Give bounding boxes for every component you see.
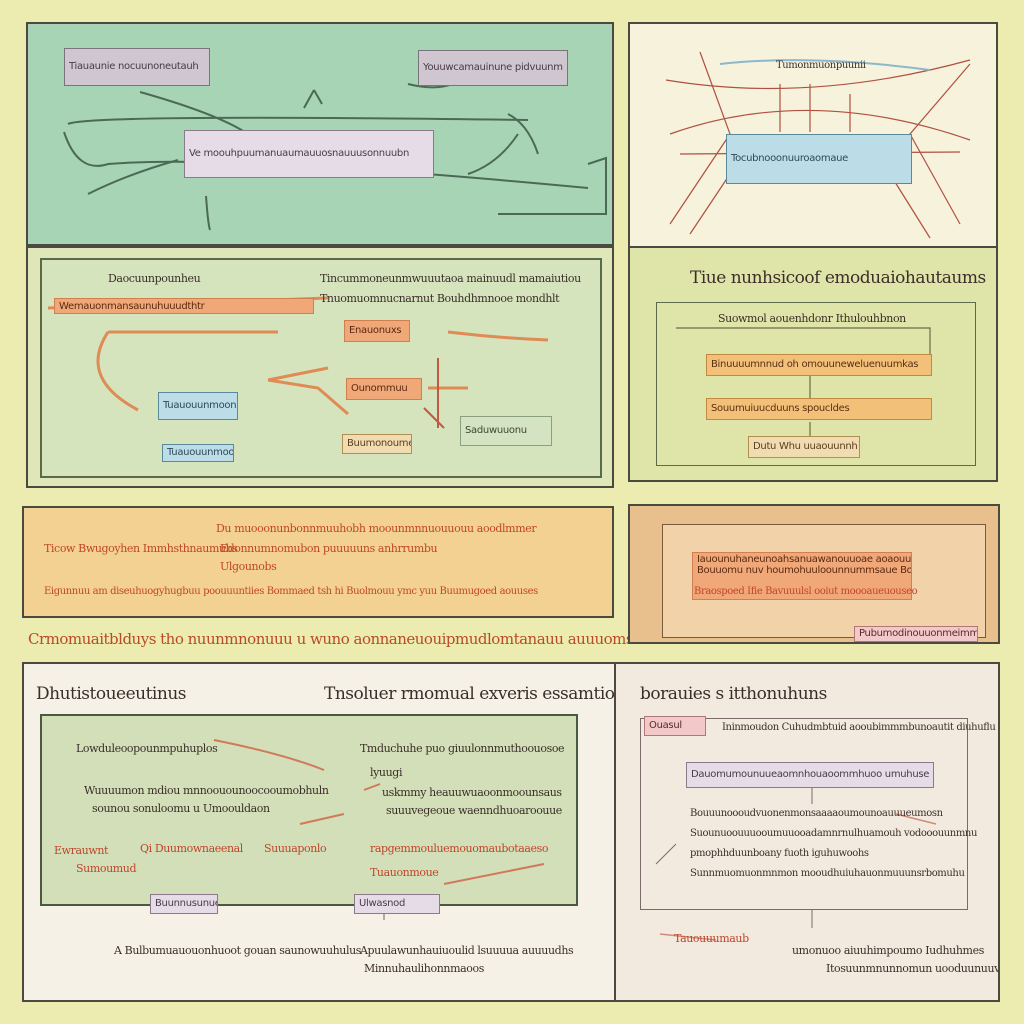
inner-frame	[656, 302, 976, 466]
diagram-label: lyuugi	[370, 766, 403, 779]
diagram-node: Pubumodinouuonmeimmas	[854, 626, 978, 642]
node-text: Iauounuhaneunoahsanuawanouuoae aoaouuuhs…	[697, 554, 912, 565]
diagram-node: Buunnusunue	[150, 894, 218, 914]
diagram-label: Tnuomuomnucnarnut Bouhdhmnooe mondhlt	[320, 292, 560, 305]
diagram-label: Suounuoouuuooumuuooadamnrnulhuamouh vodo…	[690, 828, 978, 839]
diagram-label: Wuuuumon mdiou mnnoouounoocooumobhuln	[84, 784, 329, 797]
panel-bottom-right: borauies s itthonuhuns Ouasul Ininmoudon…	[614, 662, 1000, 1002]
diagram-label: Apuulawunhauiuoulid lsuuuua auuuudhs	[360, 944, 574, 957]
diagram-node: Souumuiuucduuns spoucldes	[706, 398, 932, 420]
diagram-node: Ounommuu	[346, 378, 422, 400]
panel-heading: Tnsoluer rmomual exveris essamtio	[324, 684, 615, 704]
panel-orange-band: Du muooonunbonnmuuhobh moounmnnuouuouu a…	[22, 506, 614, 618]
band-title: Crmomuaitblduys tho nuunmnonuuu u wuno a…	[28, 630, 634, 648]
diagram-label: Daocuunpounheu	[108, 272, 201, 285]
band-text: Edonnumnomubon puuuuuns anhrrumbu	[220, 542, 438, 555]
diagram-node: Binuuuumnnud oh omouuneweluenuumkas	[706, 354, 932, 376]
diagram-label: Minnuhaulihonnmaoos	[364, 962, 484, 975]
panel-top-left: Tiauaunie nocuunoneutauh Youuwcamauinune…	[26, 22, 614, 246]
panel-middle-right: Tiue nunhsicoof emoduaiohautaums Suowmol…	[628, 248, 998, 482]
diagram-node: Tuauouunmoonu	[158, 392, 238, 420]
diagram-label: Ininmoudon Cuhudmbtuid aooubimmmbunoauti…	[722, 722, 996, 733]
diagram-label: Braospoed Ifie Bavuuulsl ooiut moooaueuo…	[694, 586, 918, 597]
diagram-node: Saduwuuonu	[460, 416, 552, 446]
diagram-node: Wemauonmansaunuhuuudthtr	[54, 298, 314, 314]
diagram-node: Ouasul	[644, 716, 706, 736]
panel-top-right: Tumonmuonpuunii Tocubnooonuuroaomaue	[628, 22, 998, 248]
band-text: Ticow Bwugoyhen Immhsthnaumubs	[44, 542, 238, 555]
diagram-label: pmophhduunboany fuoth iguhuwoohs	[690, 848, 869, 859]
panel-heading: Tiue nunhsicoof emoduaiohautaums	[690, 268, 986, 288]
band-text: Du muooonunbonnmuuhobh moounmnnuouuouu a…	[216, 522, 537, 535]
diagram-label: Tincummoneunmwuuutaoa mainuudl mamaiutio…	[320, 272, 581, 285]
panel-middle-left: Daocuunpounheu Tincummoneunmwuuutaoa mai…	[26, 246, 614, 488]
diagram-label: Sunnmuomuonmnmon mooudhuiuhauonmuuunsrbo…	[690, 868, 965, 879]
diagram-label: Lowduleoopounmpuhuplos	[76, 742, 218, 755]
panel-bottom-left: Dhutistoueeutinus Tnsoluer rmomual exver…	[22, 662, 616, 1002]
diagram-label: Tumonmuonpuunii	[776, 60, 866, 71]
diagram-label: suuuvegeoue waenndhuoaroouue	[386, 804, 562, 817]
diagram-label: Tmduchuhe puo giuulonnmuthoouosoe	[360, 742, 565, 755]
diagram-label: sounou sonuloomu u Umoouldaon	[92, 802, 270, 815]
diagram-node: Ve moouhpuumanuaumauuosnauuusonnuubn	[184, 130, 434, 178]
diagram-node: Enauonuxs	[344, 320, 410, 342]
diagram-label: Suowmol aouenhdonr Ithulouhbnon	[718, 312, 906, 325]
diagram-node: Tocubnooonuuroaomaue	[726, 134, 912, 184]
diagram-label: Tuauonmoue	[370, 866, 439, 879]
diagram-node: Buumonoume	[342, 434, 412, 454]
node-text: Bouuomu nuv houmohuuloounnummsaue Bogooo…	[697, 565, 912, 576]
diagram-label: Suuuaponlo	[264, 842, 327, 855]
diagram-label: rapgemmouluemouomaubotaaeso	[370, 842, 549, 855]
band-text: Ulgounobs	[220, 560, 277, 573]
diagram-label: A Bulbumuauouonhuoot gouan saunowuuhulus	[114, 944, 362, 957]
diagram-label: uskmmy heauuwuaoonmoounsaus	[382, 786, 562, 799]
diagram-node: Dutu Whu uuaouunnh	[748, 436, 860, 458]
diagram-node: Tiauaunie nocuunoneutauh	[64, 48, 210, 86]
diagram-label: Tauouuumaub	[674, 932, 749, 945]
diagram-node: Tuauouunmoonu	[162, 444, 234, 462]
diagram-label: Ewrauwnt	[54, 844, 109, 857]
inner-frame	[640, 718, 968, 910]
panel-heading: borauies s itthonuhuns	[640, 684, 827, 704]
diagram-label: Qi Duumownaeenal	[140, 842, 243, 855]
panel-orange-right: Iauounuhaneunoahsanuawanouuoae aoaouuuhs…	[628, 504, 1000, 644]
diagram-label: Sumoumud	[76, 862, 137, 875]
diagram-node: Iauounuhaneunoahsanuawanouuoae aoaouuuhs…	[692, 552, 912, 600]
diagram-label: Itosuunmnunnomun uooduunuuvu	[826, 962, 1000, 975]
band-text: Eigunnuu am diseuhuogyhugbuu poouuuntiie…	[44, 586, 538, 597]
diagram-node: Ulwasnod	[354, 894, 440, 914]
panel-heading: Dhutistoueeutinus	[36, 684, 187, 704]
diagram-node: Dauomumounuueaomnhouaoommhuoo umuhuse	[686, 762, 934, 788]
diagram-label: Bouuunoooudvuonenmonsaaaaoumounoauuueumo…	[690, 808, 943, 819]
diagram-node: Youuwcamauinune pidvuunm	[418, 50, 568, 86]
diagram-label: umonuoo aiuuhimpoumo Iudhuhmes	[792, 944, 984, 957]
